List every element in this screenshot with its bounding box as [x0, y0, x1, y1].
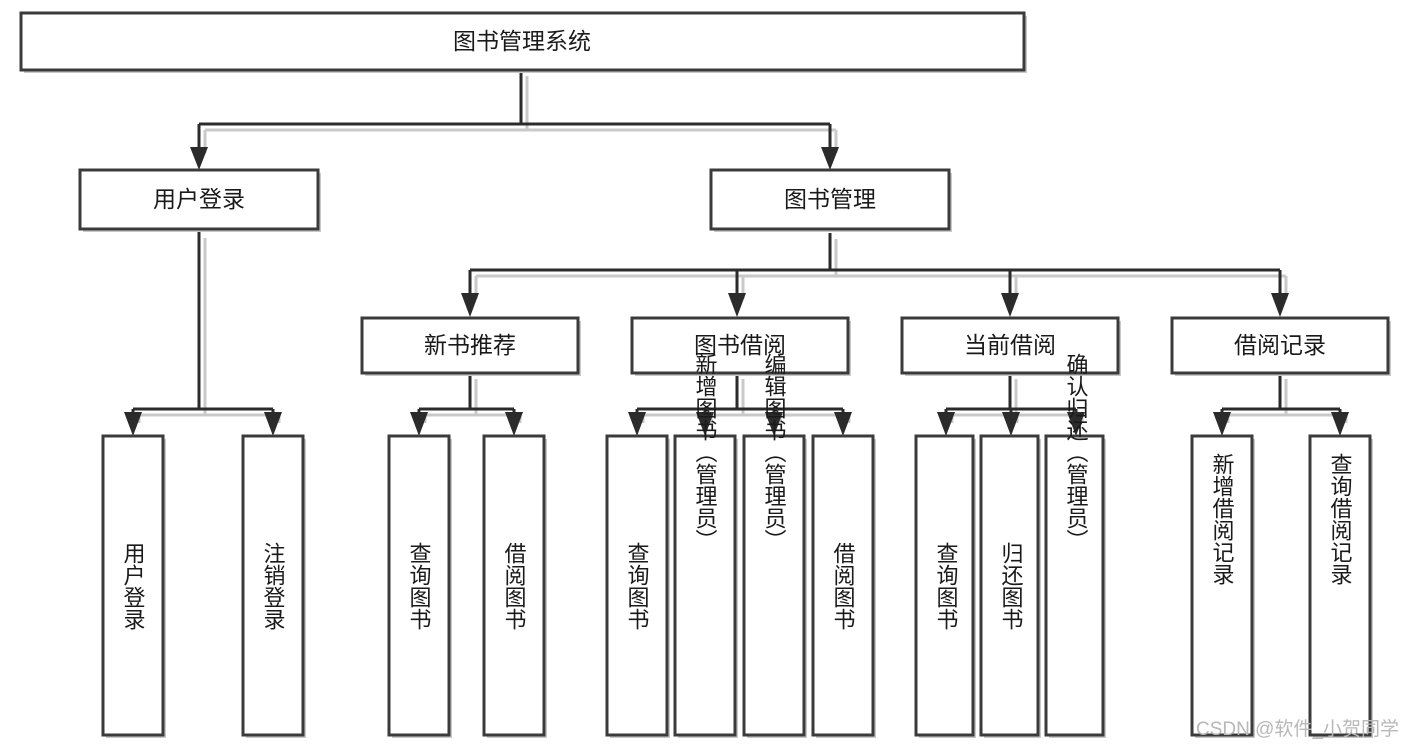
arrowhead-leaf-edit-book [765, 412, 783, 436]
arrowhead-leaf-query-record [1331, 412, 1349, 436]
node-user-login-label: 用户登录 [153, 186, 245, 212]
node-leaf-return-book[interactable]: 归还图书 [979, 434, 1041, 738]
node-leaf-confirm-return[interactable]: 确认归还（管理员） [1044, 353, 1106, 738]
arrowhead-book-manage [821, 147, 839, 170]
node-leaf-query-book-3-box[interactable] [914, 434, 975, 737]
arrowhead-leaf-borrow-book-1 [505, 412, 523, 436]
node-root-box[interactable] [19, 11, 1026, 72]
node-leaf-borrow-book-1-label: 借阅图书 [502, 542, 527, 630]
node-borrow-record[interactable]: 借阅记录 [1170, 316, 1391, 376]
node-leaf-query-record[interactable]: 查询借阅记录 [1308, 434, 1373, 738]
arrowhead-leaf-user-login [124, 412, 142, 436]
node-leaf-query-book-1-label: 查询图书 [407, 542, 432, 630]
connector-book-borrow-to-leaves [635, 373, 845, 417]
connector-root-to-level2 [197, 70, 832, 147]
node-leaf-query-book-2-box[interactable] [605, 434, 669, 737]
arrowhead-user-login [190, 147, 208, 170]
arrowhead-leaf-add-book [696, 412, 714, 436]
node-new-book-recommend[interactable]: 新书推荐 [360, 316, 581, 376]
node-book-borrow[interactable]: 图书借阅 [630, 316, 851, 376]
node-leaf-edit-book[interactable]: 编辑图书（管理员） [742, 353, 807, 738]
arrowhead-new-book-recommend [461, 293, 479, 317]
node-leaf-query-book-2[interactable]: 查询图书 [605, 434, 670, 738]
node-leaf-query-record-label: 查询借阅记录 [1328, 453, 1353, 585]
node-leaf-add-book-label: 新增图书（管理员） [693, 353, 718, 551]
arrowhead-leaf-return-book [1002, 412, 1020, 436]
node-leaf-borrow-book-2-box[interactable] [811, 434, 875, 737]
node-leaf-confirm-return-box[interactable] [1044, 434, 1105, 737]
node-book-manage-label: 图书管理 [784, 186, 876, 212]
node-book-manage[interactable]: 图书管理 [709, 168, 952, 232]
arrowhead-leaf-add-record [1213, 412, 1231, 436]
node-book-borrow-label: 图书借阅 [694, 332, 786, 358]
node-leaf-logout-login-label: 注销登录 [261, 542, 286, 630]
connector-root-shadow [203, 76, 838, 153]
arrowhead-leaf-borrow-book-2 [834, 412, 852, 436]
node-current-borrow[interactable]: 当前借阅 [900, 316, 1121, 376]
node-leaf-logout-login-box[interactable] [241, 434, 305, 737]
node-leaf-borrow-book-1-box[interactable] [482, 434, 546, 737]
arrowhead-leaf-query-book-1 [410, 412, 428, 436]
connector-layer [124, 70, 1349, 436]
node-leaf-add-record-label: 新增借阅记录 [1210, 453, 1235, 585]
node-current-borrow-box[interactable] [900, 316, 1120, 375]
connector-recommend-leaves-shadow [423, 379, 522, 423]
node-leaf-user-login-box[interactable] [101, 434, 165, 737]
connector-book-manage-to-level3 [468, 233, 1282, 293]
node-leaf-return-book-box[interactable] [979, 434, 1040, 737]
connector-level3-shadow [474, 239, 1288, 299]
node-leaf-edit-book-label: 编辑图书（管理员） [762, 353, 787, 551]
node-book-manage-box[interactable] [709, 168, 951, 231]
node-borrow-record-label: 借阅记录 [1234, 332, 1326, 358]
node-leaf-query-book-1[interactable]: 查询图书 [387, 434, 452, 738]
connector-borrow-record-to-leaves [1220, 373, 1342, 417]
node-leaf-add-record[interactable]: 新增借阅记录 [1190, 434, 1255, 738]
node-leaf-confirm-return-label: 确认归还（管理员） [1064, 353, 1089, 551]
node-leaf-borrow-book-2-label: 借阅图书 [831, 542, 856, 630]
node-leaf-user-login[interactable]: 用户登录 [101, 434, 166, 738]
arrowhead-current-borrow [1001, 293, 1019, 317]
node-root-label: 图书管理系统 [453, 28, 591, 54]
connector-new-book-recommend-to-leaves [417, 373, 516, 417]
node-leaf-borrow-book-2[interactable]: 借阅图书 [811, 434, 876, 738]
node-leaf-add-book[interactable]: 新增图书（管理员） [673, 353, 738, 738]
node-leaf-add-book-box[interactable] [673, 434, 737, 737]
node-leaf-query-record-box[interactable] [1308, 434, 1372, 737]
connector-borrow-record-leaves-shadow [1226, 379, 1348, 423]
node-leaf-logout-login[interactable]: 注销登录 [241, 434, 306, 738]
node-leaf-borrow-book-1[interactable]: 借阅图书 [482, 434, 547, 738]
arrowhead-leaf-query-book-3 [937, 412, 955, 436]
connector-user-login-leaves-shadow [137, 238, 281, 423]
node-borrow-record-box[interactable] [1170, 316, 1390, 375]
arrowhead-borrow-record [1271, 293, 1289, 317]
node-user-login-box[interactable] [78, 168, 320, 231]
connector-book-borrow-leaves-shadow [641, 379, 851, 423]
node-new-book-recommend-label: 新书推荐 [424, 332, 516, 358]
node-root[interactable]: 图书管理系统 [19, 11, 1027, 73]
arrowhead-book-borrow [728, 293, 746, 317]
node-leaf-user-login-label: 用户登录 [121, 542, 146, 630]
node-new-book-recommend-box[interactable] [360, 316, 580, 375]
node-leaf-return-book-label: 归还图书 [999, 542, 1024, 630]
csdn-watermark: CSDN @软件_小贺同学 [1196, 718, 1399, 740]
node-user-login[interactable]: 用户登录 [78, 168, 321, 232]
node-leaf-query-book-1-box[interactable] [387, 434, 451, 737]
node-leaf-query-book-3-label: 查询图书 [934, 542, 959, 630]
node-leaf-query-book-3[interactable]: 查询图书 [914, 434, 976, 738]
node-book-borrow-box[interactable] [630, 316, 850, 375]
node-leaf-add-record-box[interactable] [1190, 434, 1254, 737]
arrowhead-leaf-confirm-return [1067, 412, 1085, 436]
node-current-borrow-label: 当前借阅 [964, 332, 1056, 358]
arrowhead-leaf-query-book-2 [628, 412, 646, 436]
node-leaf-query-book-2-label: 查询图书 [625, 542, 650, 630]
connector-current-borrow-to-leaves [944, 373, 1078, 417]
arrowhead-leaf-logout-login [264, 412, 282, 436]
connector-user-login-to-leaves [131, 232, 275, 417]
node-leaf-edit-book-box[interactable] [742, 434, 806, 737]
